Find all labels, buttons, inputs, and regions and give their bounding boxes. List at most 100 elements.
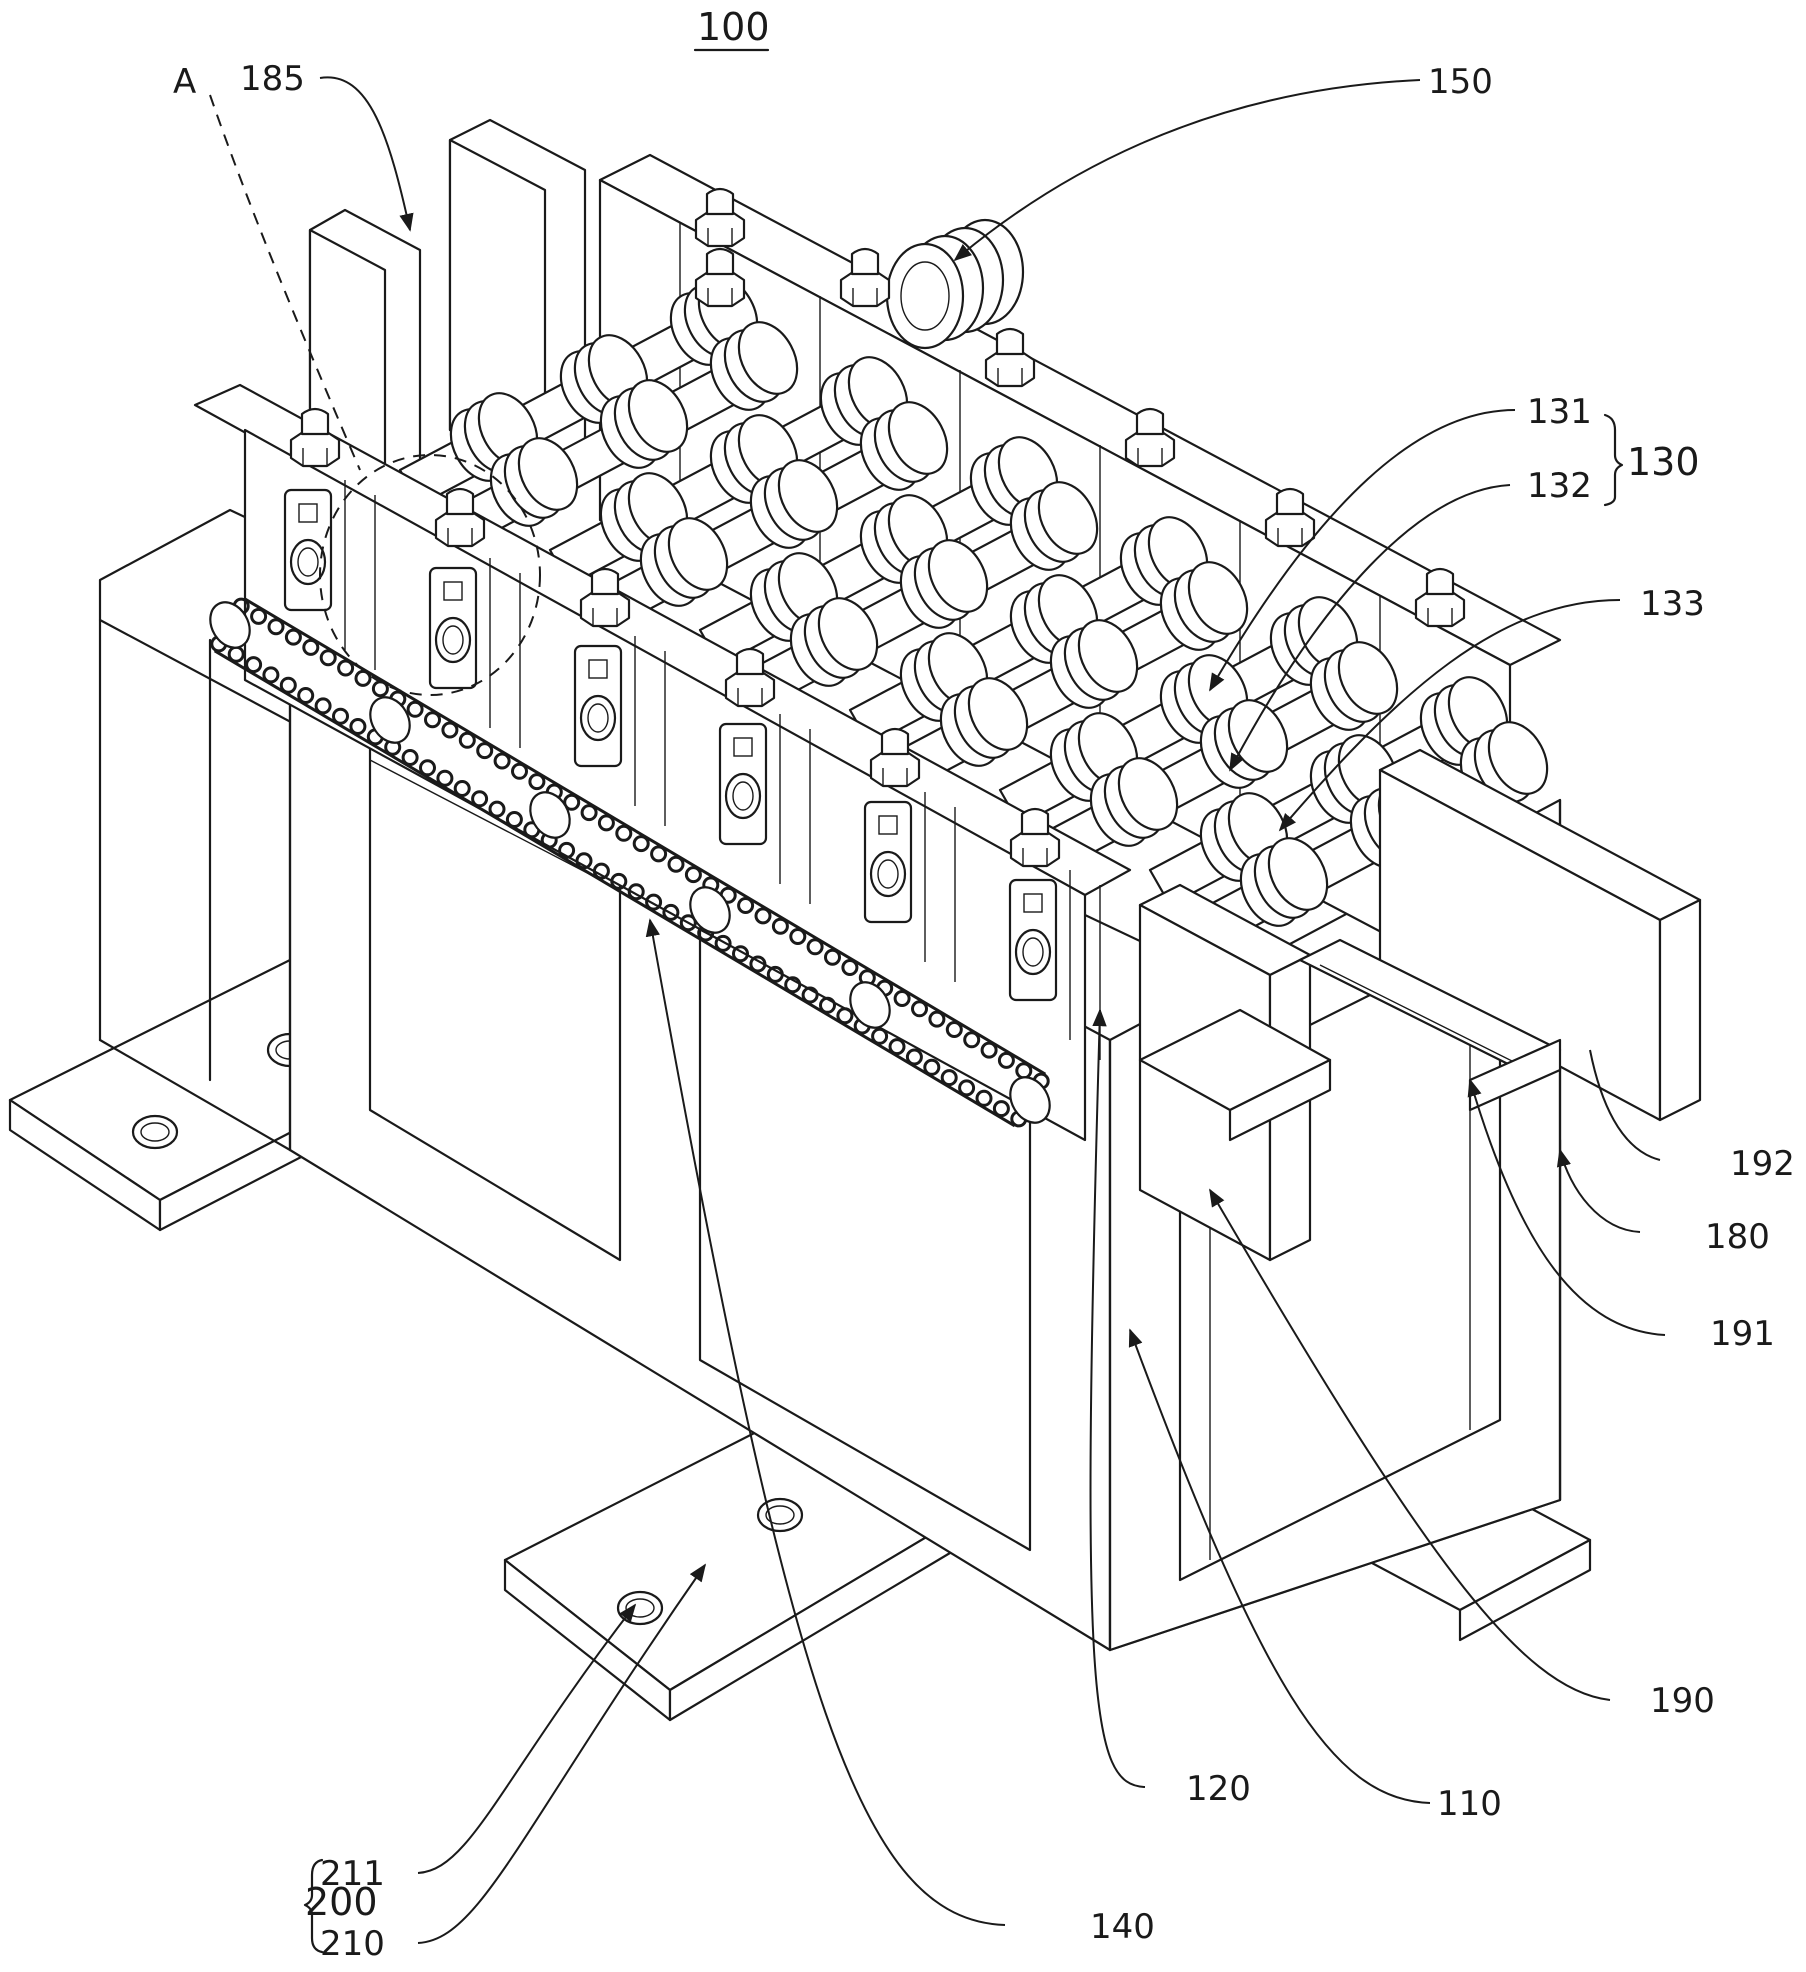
bearing-key xyxy=(1023,893,1043,913)
pulley-150 xyxy=(885,218,1025,350)
bearing-inner xyxy=(442,625,464,655)
bolt-end xyxy=(705,187,735,216)
chain-link xyxy=(679,914,697,932)
hex-nut xyxy=(694,187,746,248)
bearing-key xyxy=(733,737,753,757)
bolt-end xyxy=(445,487,475,516)
hex-nut xyxy=(694,247,746,308)
chain-link xyxy=(749,955,767,973)
nut-body xyxy=(289,430,341,468)
chain-link xyxy=(754,907,772,925)
chain-link xyxy=(893,990,911,1007)
nut-body xyxy=(839,270,891,308)
label-110: 110 xyxy=(1437,1784,1502,1824)
chain-link xyxy=(493,752,511,770)
chain-link xyxy=(841,959,859,976)
bearing-housing xyxy=(283,488,333,612)
chain-link xyxy=(267,618,285,636)
chain-link xyxy=(650,845,668,863)
sprocket xyxy=(369,696,411,744)
bearing-key xyxy=(588,659,608,679)
chain-link xyxy=(819,996,836,1014)
bolt-end xyxy=(590,567,620,596)
bearing-bore xyxy=(869,850,907,898)
sprocket xyxy=(689,886,731,934)
chain-link xyxy=(279,676,297,694)
chain-link xyxy=(458,731,476,749)
bearing-key xyxy=(878,815,898,835)
bearing-inner xyxy=(297,547,319,577)
hex-nut xyxy=(1264,487,1316,548)
bearing-housing xyxy=(718,722,768,846)
bearing-housing xyxy=(428,566,478,690)
roller-groove xyxy=(1337,641,1399,715)
chain-link xyxy=(923,1058,941,1076)
brace-200 xyxy=(303,1858,324,1954)
roller xyxy=(1038,641,1399,872)
hex-nut xyxy=(1414,567,1466,628)
roller-groove xyxy=(667,517,729,591)
nut-body xyxy=(694,210,746,248)
bearing-key xyxy=(443,581,463,601)
roller-groove xyxy=(1487,721,1549,795)
label-191: 191 xyxy=(1710,1314,1775,1354)
chain-link xyxy=(245,656,263,674)
threaded-hole-211 xyxy=(756,1497,804,1533)
roller-groove xyxy=(817,597,879,671)
chain-link xyxy=(940,1069,958,1087)
roller-groove xyxy=(887,401,949,475)
bearing-inner xyxy=(587,703,609,733)
bearing-inner xyxy=(1022,937,1044,967)
chain-link xyxy=(592,862,610,880)
hex-nut xyxy=(434,487,486,548)
leader-lines xyxy=(319,76,1666,1944)
label-132: 132 xyxy=(1527,466,1592,506)
chain-link xyxy=(302,638,320,656)
chain-link xyxy=(615,824,633,842)
label-210: 210 xyxy=(320,1924,385,1964)
chain-link xyxy=(597,814,615,832)
roller-assembly-130 xyxy=(398,276,1549,952)
hex-nut xyxy=(724,647,776,708)
label-140: 140 xyxy=(1090,1907,1155,1947)
drive-chain-140 xyxy=(209,597,1051,1128)
chain-link xyxy=(928,1010,946,1028)
label-185: 185 xyxy=(240,59,305,99)
chain-link xyxy=(558,841,576,859)
nut-body xyxy=(434,510,486,548)
chain-link xyxy=(806,938,824,956)
chain-link xyxy=(732,945,749,963)
chain-link xyxy=(476,742,494,760)
chain-link xyxy=(419,759,436,777)
sprocket xyxy=(849,981,891,1029)
chain-link xyxy=(406,700,424,718)
nut-body xyxy=(984,350,1036,388)
roller-groove xyxy=(1267,837,1329,911)
chain-link xyxy=(610,872,628,890)
chain-link xyxy=(824,948,841,966)
bearing-inner xyxy=(877,859,899,889)
nut-body xyxy=(1264,510,1316,548)
chain-link xyxy=(563,793,581,811)
label-180: 180 xyxy=(1705,1217,1770,1257)
hex-nut xyxy=(1009,807,1061,868)
chain-link xyxy=(905,1048,923,1066)
roller-groove xyxy=(1187,561,1249,635)
reference-labels: 100 A 185 150 131 132 130 133 192 180 19… xyxy=(173,5,1795,1964)
label-200: 200 xyxy=(305,1880,378,1924)
chain-link xyxy=(737,897,755,914)
chain-link xyxy=(662,903,680,921)
bearing-block xyxy=(1008,870,1101,1060)
chain-link xyxy=(801,986,819,1004)
chain-link xyxy=(349,718,367,735)
hex-nut xyxy=(839,247,891,308)
bolt-end xyxy=(880,727,910,756)
bearing-bore xyxy=(1014,928,1052,976)
chain-strand xyxy=(213,649,1016,1128)
bearing-housing xyxy=(863,800,913,924)
bolt-end xyxy=(850,247,880,276)
chain-link xyxy=(627,883,645,901)
bolt-end xyxy=(735,647,765,676)
bearing-block xyxy=(863,792,956,982)
